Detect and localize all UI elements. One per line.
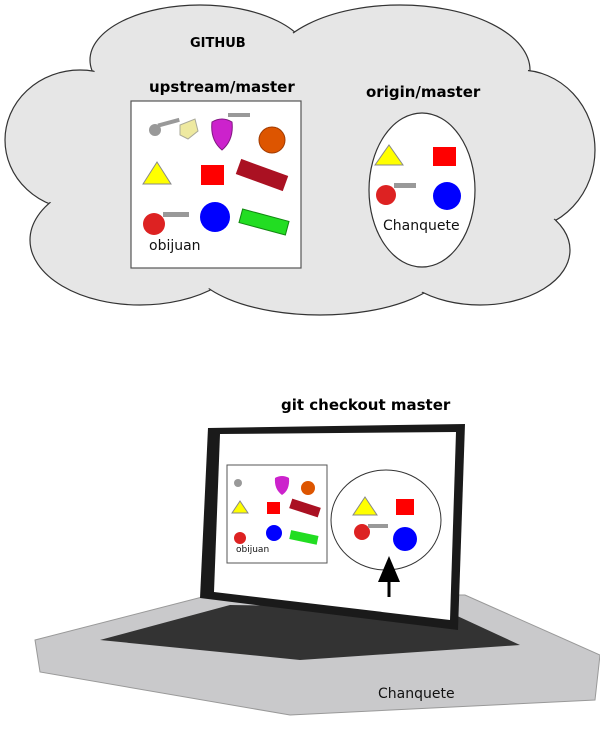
ted-tag-icon [289,498,321,518]
yellow-key-icon [179,118,199,140]
key-icon [149,117,180,136]
red-keychain-icon [234,532,246,544]
key-icon [228,113,250,117]
blue-circle [433,182,461,210]
upstream-title: upstream/master [149,78,295,96]
blue-circle [200,202,230,232]
blue-circle [393,527,417,551]
ted-tag-icon [235,158,289,192]
laptop-origin-ellipse [330,469,442,571]
mask-icon [274,476,290,495]
medal-icon [258,126,286,154]
mask-icon [211,118,233,151]
upstream-items [142,113,290,236]
red-square [201,165,224,185]
cloud-title: GITHUB [190,36,246,51]
key-icon [368,524,388,528]
red-square [267,502,280,514]
green-tag-icon [238,208,290,236]
origin-owner: Chanquete [383,218,460,234]
origin-items [374,144,461,210]
command-label: git checkout master [281,396,451,414]
key-icon [234,479,242,487]
laptop [34,424,600,716]
red-square [433,147,456,166]
red-keychain-icon [143,213,165,235]
origin-title: origin/master [366,83,481,101]
yellow-triangle [352,496,378,516]
key-icon [163,212,189,217]
up-arrow-icon [378,556,400,597]
yellow-triangle [374,144,404,166]
red-keychain-icon [376,185,396,205]
upstream-owner: obijuan [149,238,201,254]
laptop-user: Chanquete [378,686,455,702]
red-keychain-icon [354,524,370,540]
green-tag-icon [289,530,319,545]
yellow-triangle [142,161,172,185]
key-icon [394,183,416,188]
red-square [396,499,414,515]
blue-circle [266,525,282,541]
medal-icon [301,481,315,495]
laptop-box-owner: obijuan [236,545,270,555]
yellow-triangle [231,500,249,514]
